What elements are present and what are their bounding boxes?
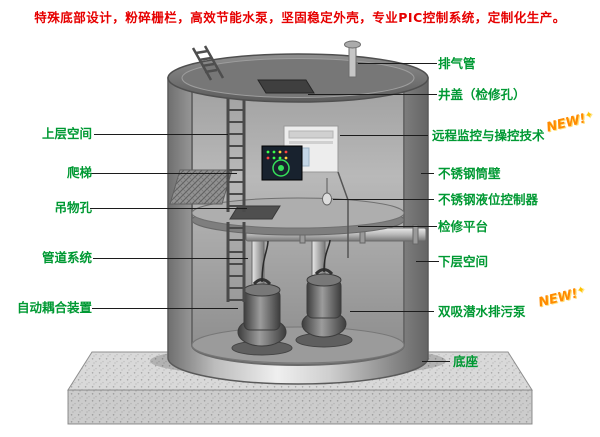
vent-pipe — [344, 40, 361, 78]
service-platform — [191, 197, 405, 236]
label-piping-system: 管道系统 — [41, 250, 92, 265]
pump-left — [231, 240, 293, 356]
leader-line — [308, 94, 437, 95]
label-base: 底座 — [453, 354, 479, 369]
leader-line — [358, 226, 437, 227]
leader-line — [350, 311, 434, 312]
leader-line — [333, 199, 434, 200]
leader-line — [340, 135, 428, 136]
label-upper-space: 上层空间 — [41, 126, 92, 141]
label-manhole-cover: 井盖（检修孔） — [438, 87, 526, 102]
leader-line — [422, 361, 450, 362]
leader-line — [94, 134, 228, 135]
leader-line — [85, 173, 237, 174]
label-lower-space: 下层空间 — [438, 254, 489, 269]
label-stainless-shell: 不锈钢筒壁 — [438, 166, 501, 181]
internal-ladder — [226, 92, 246, 302]
leader-line — [421, 173, 434, 174]
interior-floor — [191, 326, 405, 364]
manhole-hatch — [257, 79, 315, 94]
leader-line — [93, 258, 248, 259]
grating-panel — [169, 169, 233, 205]
label-lifting-hole: 吊物孔 — [54, 200, 92, 215]
leader-line — [90, 208, 247, 209]
label-service-platform: 检修平台 — [438, 219, 489, 234]
label-vent-pipe: 排气管 — [438, 56, 476, 71]
label-sewage-pump: 双吸潜水排污泵 — [438, 304, 526, 319]
label-level-controller: 不锈钢液位控制器 — [438, 192, 539, 207]
leader-line — [92, 308, 238, 309]
leader-line — [416, 261, 439, 262]
top-ladder — [191, 45, 225, 81]
label-auto-coupling: 自动耦合装置 — [16, 300, 92, 315]
label-remote-monitoring: 远程监控与操控技术 — [432, 128, 545, 143]
leader-line — [358, 63, 437, 64]
headline-text: 特殊底部设计，粉碎栅栏，高效节能水泵，坚固稳定外壳，专业PIC控制系统，定制化生… — [34, 10, 566, 25]
level-controller-device — [322, 178, 332, 206]
label-ladder: 爬梯 — [66, 165, 92, 180]
monitor-panel — [261, 145, 303, 181]
pump-right — [295, 239, 353, 348]
